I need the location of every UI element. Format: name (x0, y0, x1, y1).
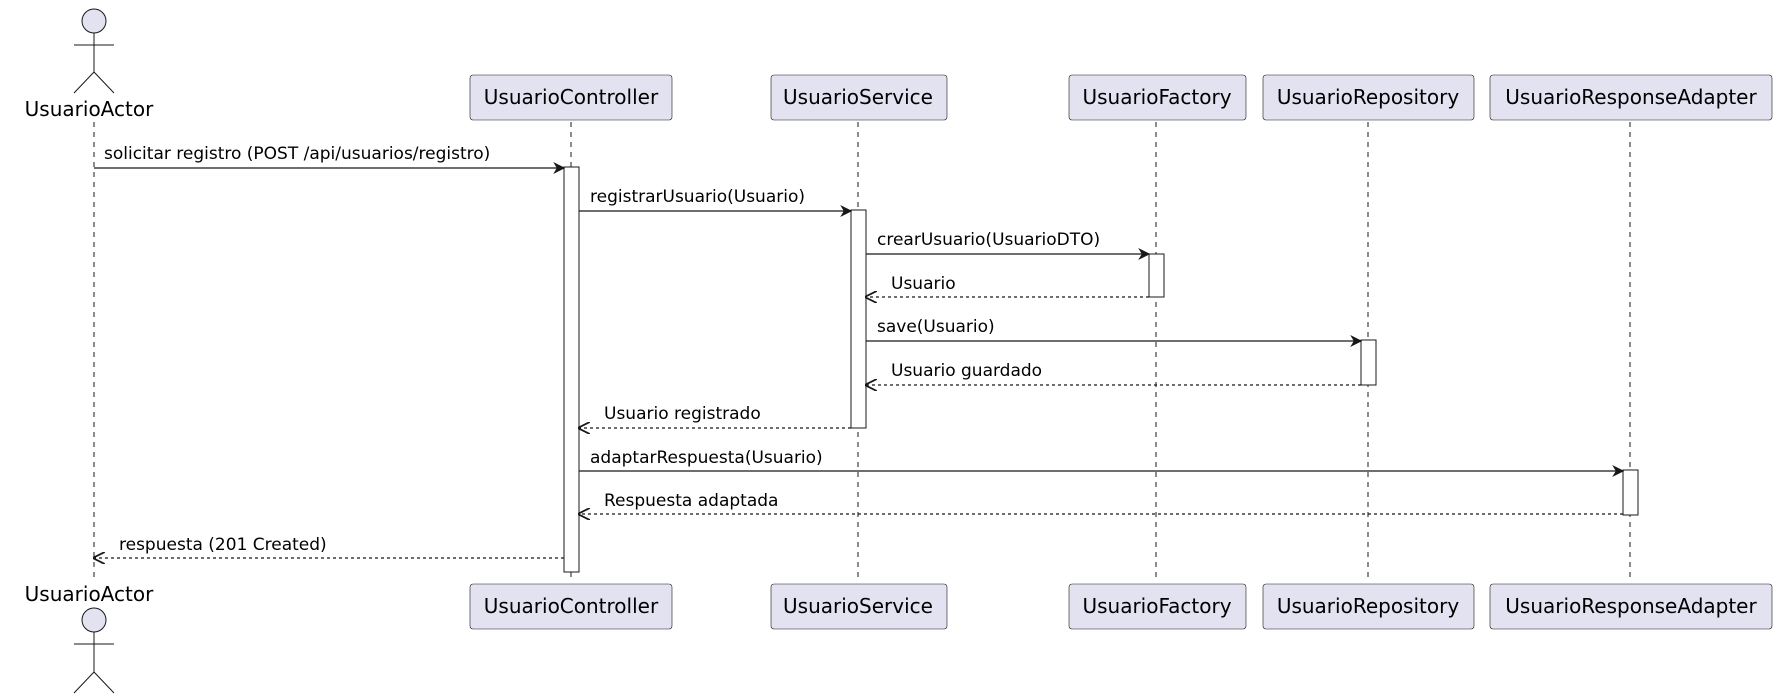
participant-service-bottom: UsuarioService (770, 583, 948, 630)
participant-repository-top-label: UsuarioRepository (1277, 85, 1460, 109)
activation-adapter (1622, 469, 1639, 516)
message-6: Usuario guardado (866, 361, 1361, 385)
participants-top: UsuarioActor UsuarioController UsuarioSe… (25, 8, 1773, 121)
message-10: respuesta (201 Created) (94, 535, 564, 558)
activation-controller (563, 166, 580, 573)
activation-repository (1360, 339, 1377, 386)
actor-top: UsuarioActor (25, 8, 154, 121)
activation-factory (1148, 253, 1165, 298)
actor-figure-icon (73, 607, 115, 694)
participant-controller-top-label: UsuarioController (484, 85, 659, 109)
participant-controller-bottom-label: UsuarioController (484, 594, 659, 618)
activation-service (850, 209, 867, 429)
participant-repository-bottom: UsuarioRepository (1262, 583, 1475, 630)
actor-top-label: UsuarioActor (25, 97, 154, 121)
message-6-label: Usuario guardado (891, 361, 1042, 381)
message-10-label: respuesta (201 Created) (119, 535, 327, 555)
message-3-label: crearUsuario(UsuarioDTO) (877, 230, 1100, 250)
message-2: registrarUsuario(Usuario) (579, 187, 853, 217)
participants-bottom: UsuarioActor UsuarioController UsuarioSe… (25, 582, 1773, 694)
participant-factory-top-label: UsuarioFactory (1082, 85, 1231, 109)
participant-controller-bottom: UsuarioController (469, 583, 673, 630)
actor-figure-icon (73, 8, 115, 94)
message-1-label: solicitar registro (POST /api/usuarios/r… (104, 144, 490, 164)
message-5-label: save(Usuario) (877, 317, 995, 337)
participant-adapter-bottom: UsuarioResponseAdapter (1489, 583, 1773, 630)
participant-controller-top: UsuarioController (469, 74, 673, 121)
actor-bottom: UsuarioActor (25, 582, 154, 694)
participant-factory-top: UsuarioFactory (1068, 74, 1247, 121)
message-8-label: adaptarRespuesta(Usuario) (590, 448, 823, 468)
participant-service-top: UsuarioService (770, 74, 948, 121)
actor-bottom-label: UsuarioActor (25, 582, 154, 606)
message-4: Usuario (866, 274, 1149, 297)
messages: solicitar registro (POST /api/usuarios/r… (94, 144, 1625, 558)
participant-service-bottom-label: UsuarioService (783, 594, 933, 618)
participant-adapter-bottom-label: UsuarioResponseAdapter (1505, 594, 1757, 618)
participant-adapter-top: UsuarioResponseAdapter (1489, 74, 1773, 121)
message-2-label: registrarUsuario(Usuario) (590, 187, 805, 207)
message-8: adaptarRespuesta(Usuario) (579, 448, 1625, 477)
message-7: Usuario registrado (579, 404, 851, 428)
participant-adapter-top-label: UsuarioResponseAdapter (1505, 85, 1757, 109)
message-3: crearUsuario(UsuarioDTO) (866, 230, 1151, 260)
participant-factory-bottom: UsuarioFactory (1068, 583, 1247, 630)
message-4-label: Usuario (891, 274, 956, 294)
participant-repository-bottom-label: UsuarioRepository (1277, 594, 1460, 618)
activation-bars (563, 166, 1639, 573)
message-9: Respuesta adaptada (579, 491, 1623, 514)
message-9-label: Respuesta adaptada (604, 491, 778, 511)
participant-factory-bottom-label: UsuarioFactory (1082, 594, 1231, 618)
message-1: solicitar registro (POST /api/usuarios/r… (94, 144, 566, 174)
participant-repository-top: UsuarioRepository (1262, 74, 1475, 121)
message-7-label: Usuario registrado (604, 404, 761, 424)
participant-service-top-label: UsuarioService (783, 85, 933, 109)
message-5: save(Usuario) (866, 317, 1363, 347)
